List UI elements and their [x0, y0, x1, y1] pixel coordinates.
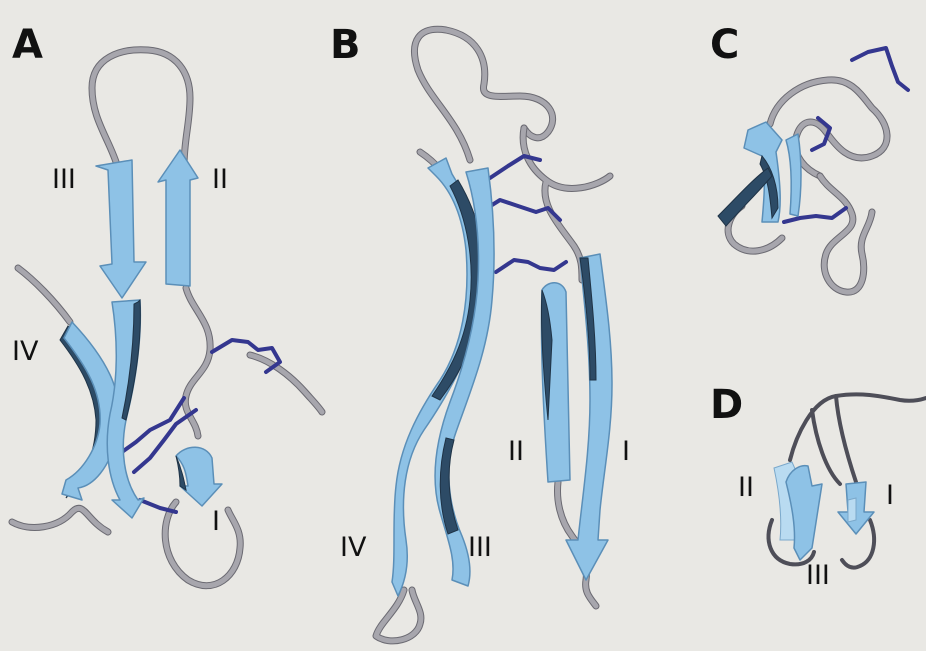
- panel-b-label-iv: IV: [340, 532, 367, 563]
- panel-a-bottom-left-loop: [12, 508, 108, 532]
- panel-d-mid-coil: [836, 396, 856, 482]
- panel-a-strand-iii: [96, 160, 146, 298]
- panel-b-disulfide-bond-3: [496, 260, 566, 272]
- panel-a-label-ii: II: [212, 164, 228, 195]
- panel-d-strand-i-highlight: [848, 498, 856, 522]
- panel-a-top-loop: [92, 50, 190, 168]
- panel-b-label-i: I: [622, 436, 630, 467]
- panel-a-label-iii: III: [52, 164, 76, 195]
- panel-c-strand-3: [786, 134, 801, 216]
- panel-b-label-iii: III: [468, 532, 492, 563]
- panel-c-letter: C: [710, 22, 739, 68]
- panel-d-letter: D: [710, 382, 743, 428]
- panel-a-c-tail-edge: [250, 355, 322, 412]
- panel-a: A: [12, 22, 322, 586]
- panel-d-label-ii: II: [738, 472, 754, 503]
- panel-b-label-ii: II: [508, 436, 524, 467]
- panel-b-bottom-left-loop: [376, 590, 421, 641]
- panel-d-top-coil: [790, 394, 926, 460]
- panel-c: C: [710, 22, 908, 292]
- panel-a-label-i: I: [212, 506, 220, 537]
- panel-a-letter: A: [12, 22, 43, 68]
- panel-d-cross-coil: [812, 410, 840, 484]
- panel-d-label-iii: III: [806, 560, 830, 591]
- panel-b: B II I IV III: [330, 22, 630, 641]
- panel-a-disulfide-bond-1: [212, 340, 280, 372]
- panel-c-disulfide-bond-1: [852, 48, 908, 90]
- panel-a-strand-ii: [158, 150, 198, 286]
- panel-a-label-iv: IV: [12, 336, 39, 367]
- panel-c-lower-coil: [820, 176, 872, 292]
- panel-a-top-loop-edge: [92, 50, 190, 168]
- panel-d-label-i: I: [886, 480, 894, 511]
- panel-d: D II I III: [710, 382, 926, 591]
- panel-b-letter: B: [330, 22, 361, 68]
